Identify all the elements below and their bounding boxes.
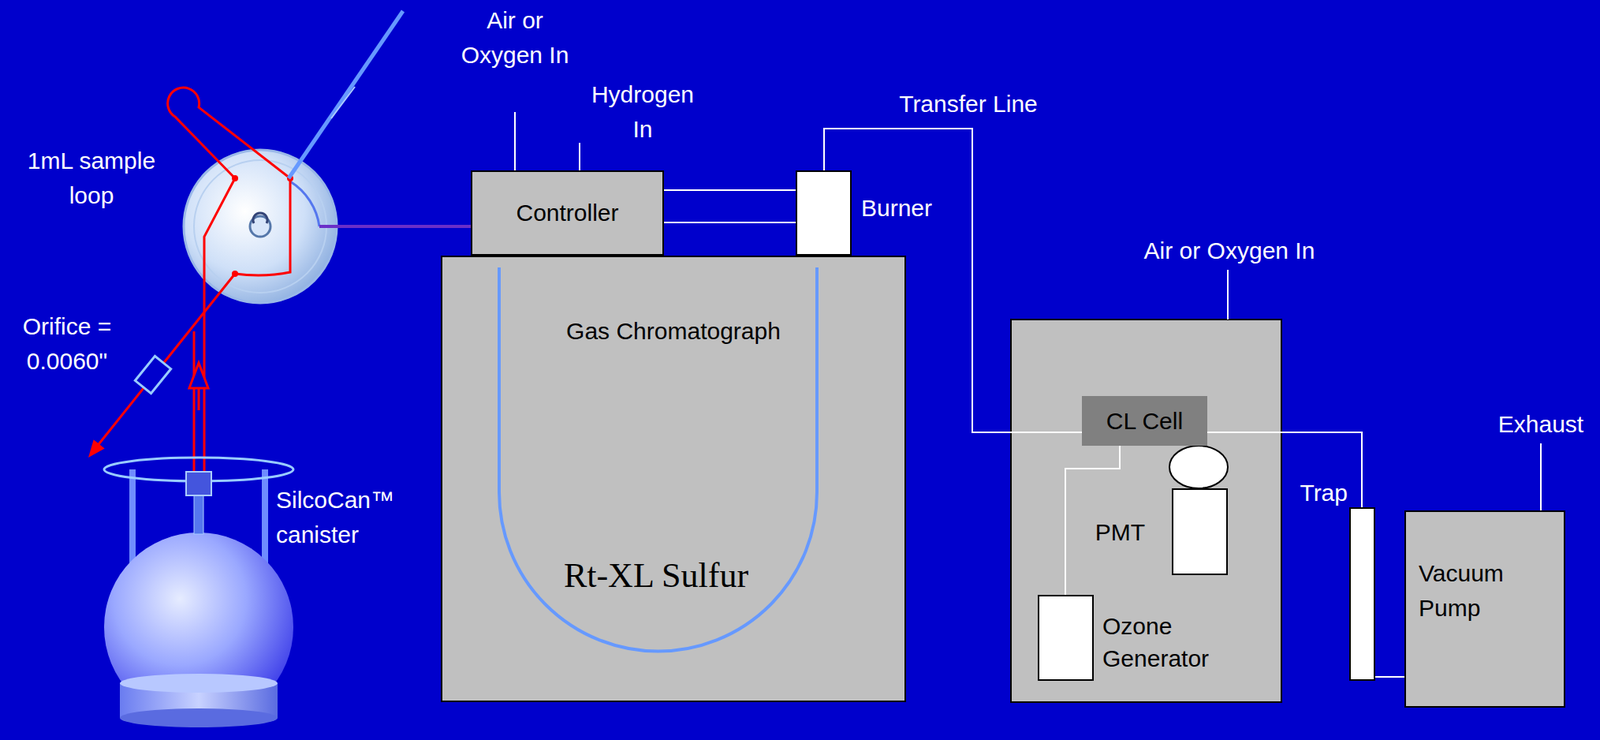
syringe-needle-part (331, 86, 355, 119)
gas-inlet-line (514, 111, 516, 171)
flow-arrow-part (93, 273, 235, 452)
canister-base (119, 673, 278, 693)
exhaust-line (1540, 443, 1542, 511)
flow-arrow-part (88, 439, 105, 458)
node-label: Gas Chromatograph (566, 317, 781, 346)
canister-sphere (104, 532, 294, 722)
part-label: Orifice = 0.0060" (3, 309, 131, 378)
connector-line (1375, 675, 1405, 678)
sample-valve-part (193, 160, 327, 293)
sample-valve-part (253, 212, 268, 224)
sample-valve-part (183, 149, 337, 303)
gas-inlet-line (578, 142, 581, 171)
reaction-window (1169, 445, 1228, 489)
part-label: 1mL sample loop (12, 143, 171, 213)
connector-line (663, 189, 796, 191)
canister-valve (186, 471, 212, 496)
canister-base (119, 708, 278, 728)
node-label: Controller (515, 198, 619, 228)
syringe-needle (288, 11, 403, 179)
node-label: PMT (1081, 518, 1145, 547)
syringe-needle-part (288, 11, 403, 179)
sample-loop-part (167, 87, 291, 276)
gas-inlet-line (1227, 269, 1229, 320)
gas-chromatograph-oven: Gas Chromatograph (440, 255, 907, 702)
gas-canister: SilcoCan™ canister (100, 455, 299, 734)
valve-to-controller-line (319, 224, 471, 228)
trap-column: Trap (1349, 507, 1376, 681)
part-label: Air or Oxygen In (1103, 233, 1356, 269)
flow-arrow-part (197, 387, 201, 411)
part-label: Hydrogen In (579, 77, 706, 146)
gc-column (499, 267, 817, 652)
flow-arrow (88, 273, 235, 482)
connector-label: Transfer Line (873, 86, 1063, 122)
node-label: CL Cell (1106, 406, 1183, 436)
node-label: Ozone Generator (1102, 610, 1237, 675)
vacuum-pump-box: Vacuum Pump (1404, 510, 1566, 708)
connector-line (663, 221, 796, 224)
node-label: Trap (1284, 478, 1348, 508)
burner-box: Burner (795, 170, 852, 256)
pmt-box: PMT (1171, 488, 1228, 575)
sample-valve-part (290, 181, 320, 227)
flow-arrow-part (189, 362, 209, 388)
node-label: Vacuum Pump (1418, 555, 1537, 625)
sample-loop-part (204, 178, 235, 482)
sample-valve (183, 149, 337, 303)
node-label: Burner (861, 193, 980, 223)
node-label: SilcoCan™ canister (275, 482, 407, 552)
detector-housing (1010, 319, 1282, 702)
sample-loop (167, 87, 294, 482)
orifice (134, 355, 171, 393)
part-label: Air or Oxygen In (459, 3, 571, 72)
part-label: Rt-XL Sulfur (537, 555, 775, 597)
part-label: Exhaust (1489, 406, 1593, 442)
connector-line (1207, 432, 1362, 508)
controller-box: Controller (470, 170, 664, 256)
canister-outline (100, 455, 299, 734)
cl-cell-box: CL Cell (1081, 395, 1208, 446)
ozone-generator-box: Ozone Generator (1037, 594, 1094, 681)
sample-loop-part (231, 175, 239, 182)
